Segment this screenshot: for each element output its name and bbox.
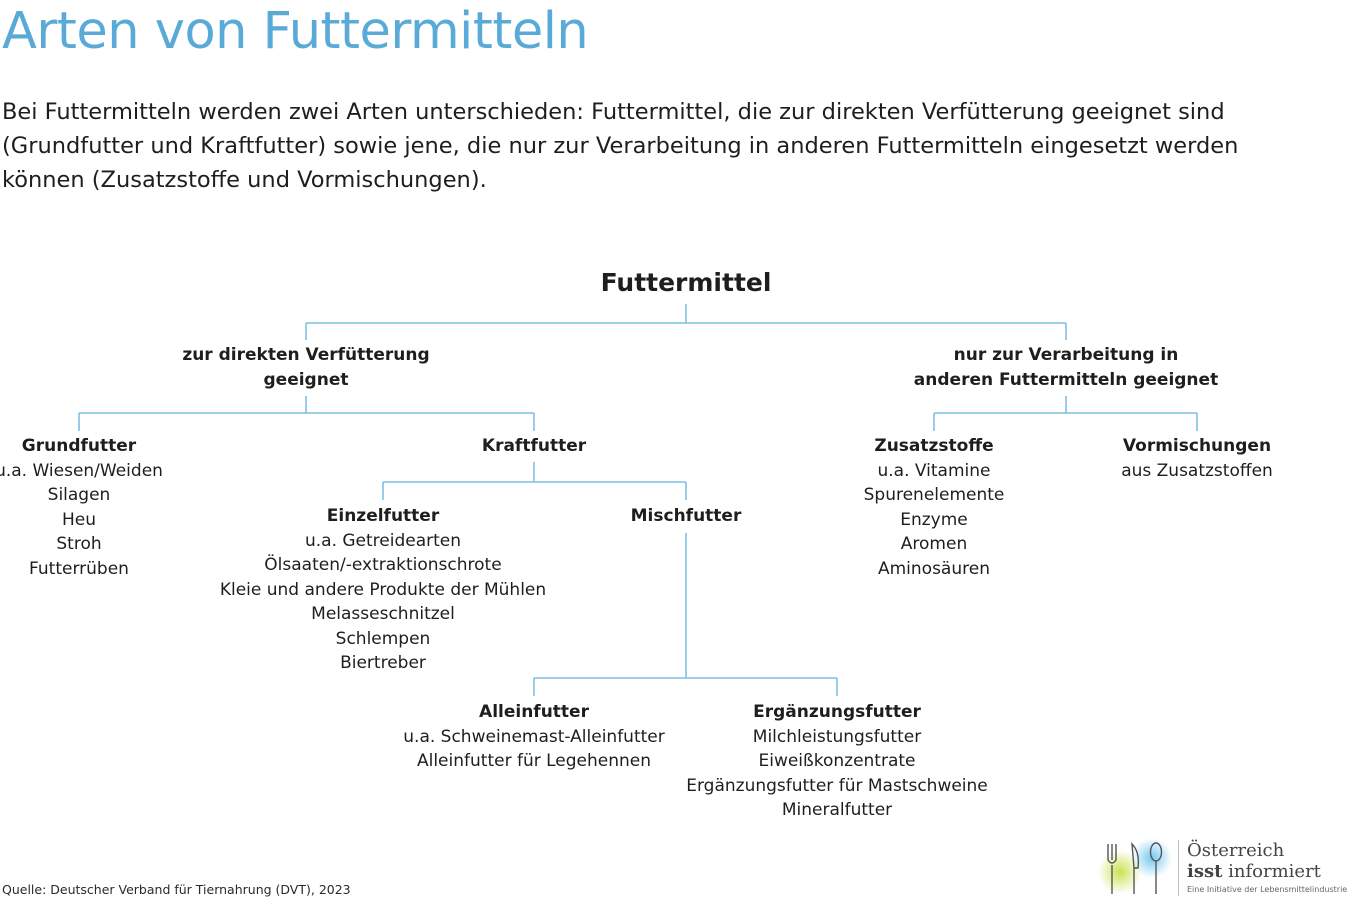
node-item: Melasseschnitzel [311, 604, 455, 624]
node-item: Ergänzungsfutter für Mastschweine [686, 775, 988, 796]
node-heading: Kraftfutter [481, 436, 587, 456]
node-item: u.a. Wiesen/Weiden [0, 460, 163, 481]
node-heading: Grundfutter [21, 436, 137, 456]
intro-line: können (Zusatzstoffe und Vormischungen). [2, 167, 487, 193]
branch-label: zur direkten Verfütterung [182, 345, 430, 365]
node-item: u.a. Getreidearten [304, 530, 462, 551]
node-heading: Einzelfutter [326, 506, 440, 526]
node-zusatzstoffe: Zusatzstoffe u.a. Vitamine Spurenelement… [864, 434, 1005, 581]
page-title: Arten von Futtermitteln [2, 2, 589, 61]
logo-text-line1: Österreich [1187, 840, 1285, 861]
node-item: Aromen [900, 534, 968, 554]
node-heading: Zusatzstoffe [874, 436, 994, 456]
node-item: Enzyme [900, 509, 968, 530]
node-item: Futterrüben [29, 558, 129, 579]
node-heading: Vormischungen [1122, 436, 1272, 456]
node-item: Alleinfutter für Legehennen [416, 751, 652, 771]
node-grundfutter: Grundfutter u.a. Wiesen/Weiden Silagen H… [0, 434, 163, 581]
branch-processing-only: nur zur Verarbeitung in anderen Futtermi… [914, 343, 1218, 392]
node-item: u.a. Vitamine [877, 460, 991, 481]
node-item: Biertreber [340, 653, 426, 673]
logo-oesterreich-isst-informiert: Österreich isst informiert Eine Initiati… [1098, 836, 1358, 900]
intro-line: (Grundfutter und Kraftfutter) sowie jene… [2, 133, 1239, 159]
logo-divider [1178, 840, 1179, 896]
node-einzelfutter: Einzelfutter u.a. Getreidearten Ölsaaten… [220, 504, 546, 676]
node-alleinfutter: Alleinfutter u.a. Schweinemast-Alleinfut… [403, 700, 664, 774]
node-item: Milchleistungsfutter [752, 726, 922, 747]
intro-line: Bei Futtermitteln werden zwei Arten unte… [2, 99, 1225, 125]
node-item: aus Zusatzstoffen [1121, 460, 1273, 481]
node-item: Spurenelemente [863, 485, 1005, 505]
logo-text-rest: informiert [1222, 861, 1321, 882]
logo-text-line2: isst informiert [1187, 861, 1321, 883]
node-item: u.a. Schweinemast-Alleinfutter [403, 726, 665, 747]
node-kraftfutter: Kraftfutter [482, 434, 586, 459]
node-item: Eiweißkonzentrate [758, 751, 916, 771]
node-heading: Mischfutter [630, 506, 742, 526]
node-item: Kleie und andere Produkte der Mühlen [219, 579, 547, 600]
cutlery-icon [1098, 838, 1172, 894]
node-heading: Alleinfutter [479, 702, 589, 722]
node-item: Aminosäuren [877, 558, 990, 579]
node-item: Ölsaaten/-extraktionschrote [264, 555, 502, 575]
node-item: Heu [61, 509, 97, 530]
node-mischfutter: Mischfutter [631, 504, 742, 529]
branch-direct-feeding: zur direkten Verfütterung geeignet [182, 343, 429, 392]
intro-paragraph: Bei Futtermitteln werden zwei Arten unte… [2, 95, 1302, 197]
node-item: Stroh [56, 534, 102, 554]
branch-label: anderen Futtermitteln geeignet [913, 369, 1219, 390]
node-item: Schlempen [335, 628, 431, 649]
node-item: Silagen [47, 485, 111, 505]
node-ergaenzungsfutter: Ergänzungsfutter Milchleistungsfutter Ei… [686, 700, 988, 823]
source-citation: Quelle: Deutscher Verband für Tiernahrun… [2, 882, 351, 897]
node-item: Mineralfutter [781, 800, 893, 820]
branch-label: geeignet [263, 369, 349, 390]
branch-label: nur zur Verarbeitung in [953, 345, 1179, 365]
logo-tagline: Eine Initiative der Lebensmittelindustri… [1187, 885, 1348, 894]
logo-text-bold: isst [1187, 861, 1223, 882]
root-node-futtermittel: Futtermittel [600, 268, 772, 297]
node-heading: Ergänzungsfutter [753, 702, 921, 722]
node-vormischungen: Vormischungen aus Zusatzstoffen [1121, 434, 1273, 483]
